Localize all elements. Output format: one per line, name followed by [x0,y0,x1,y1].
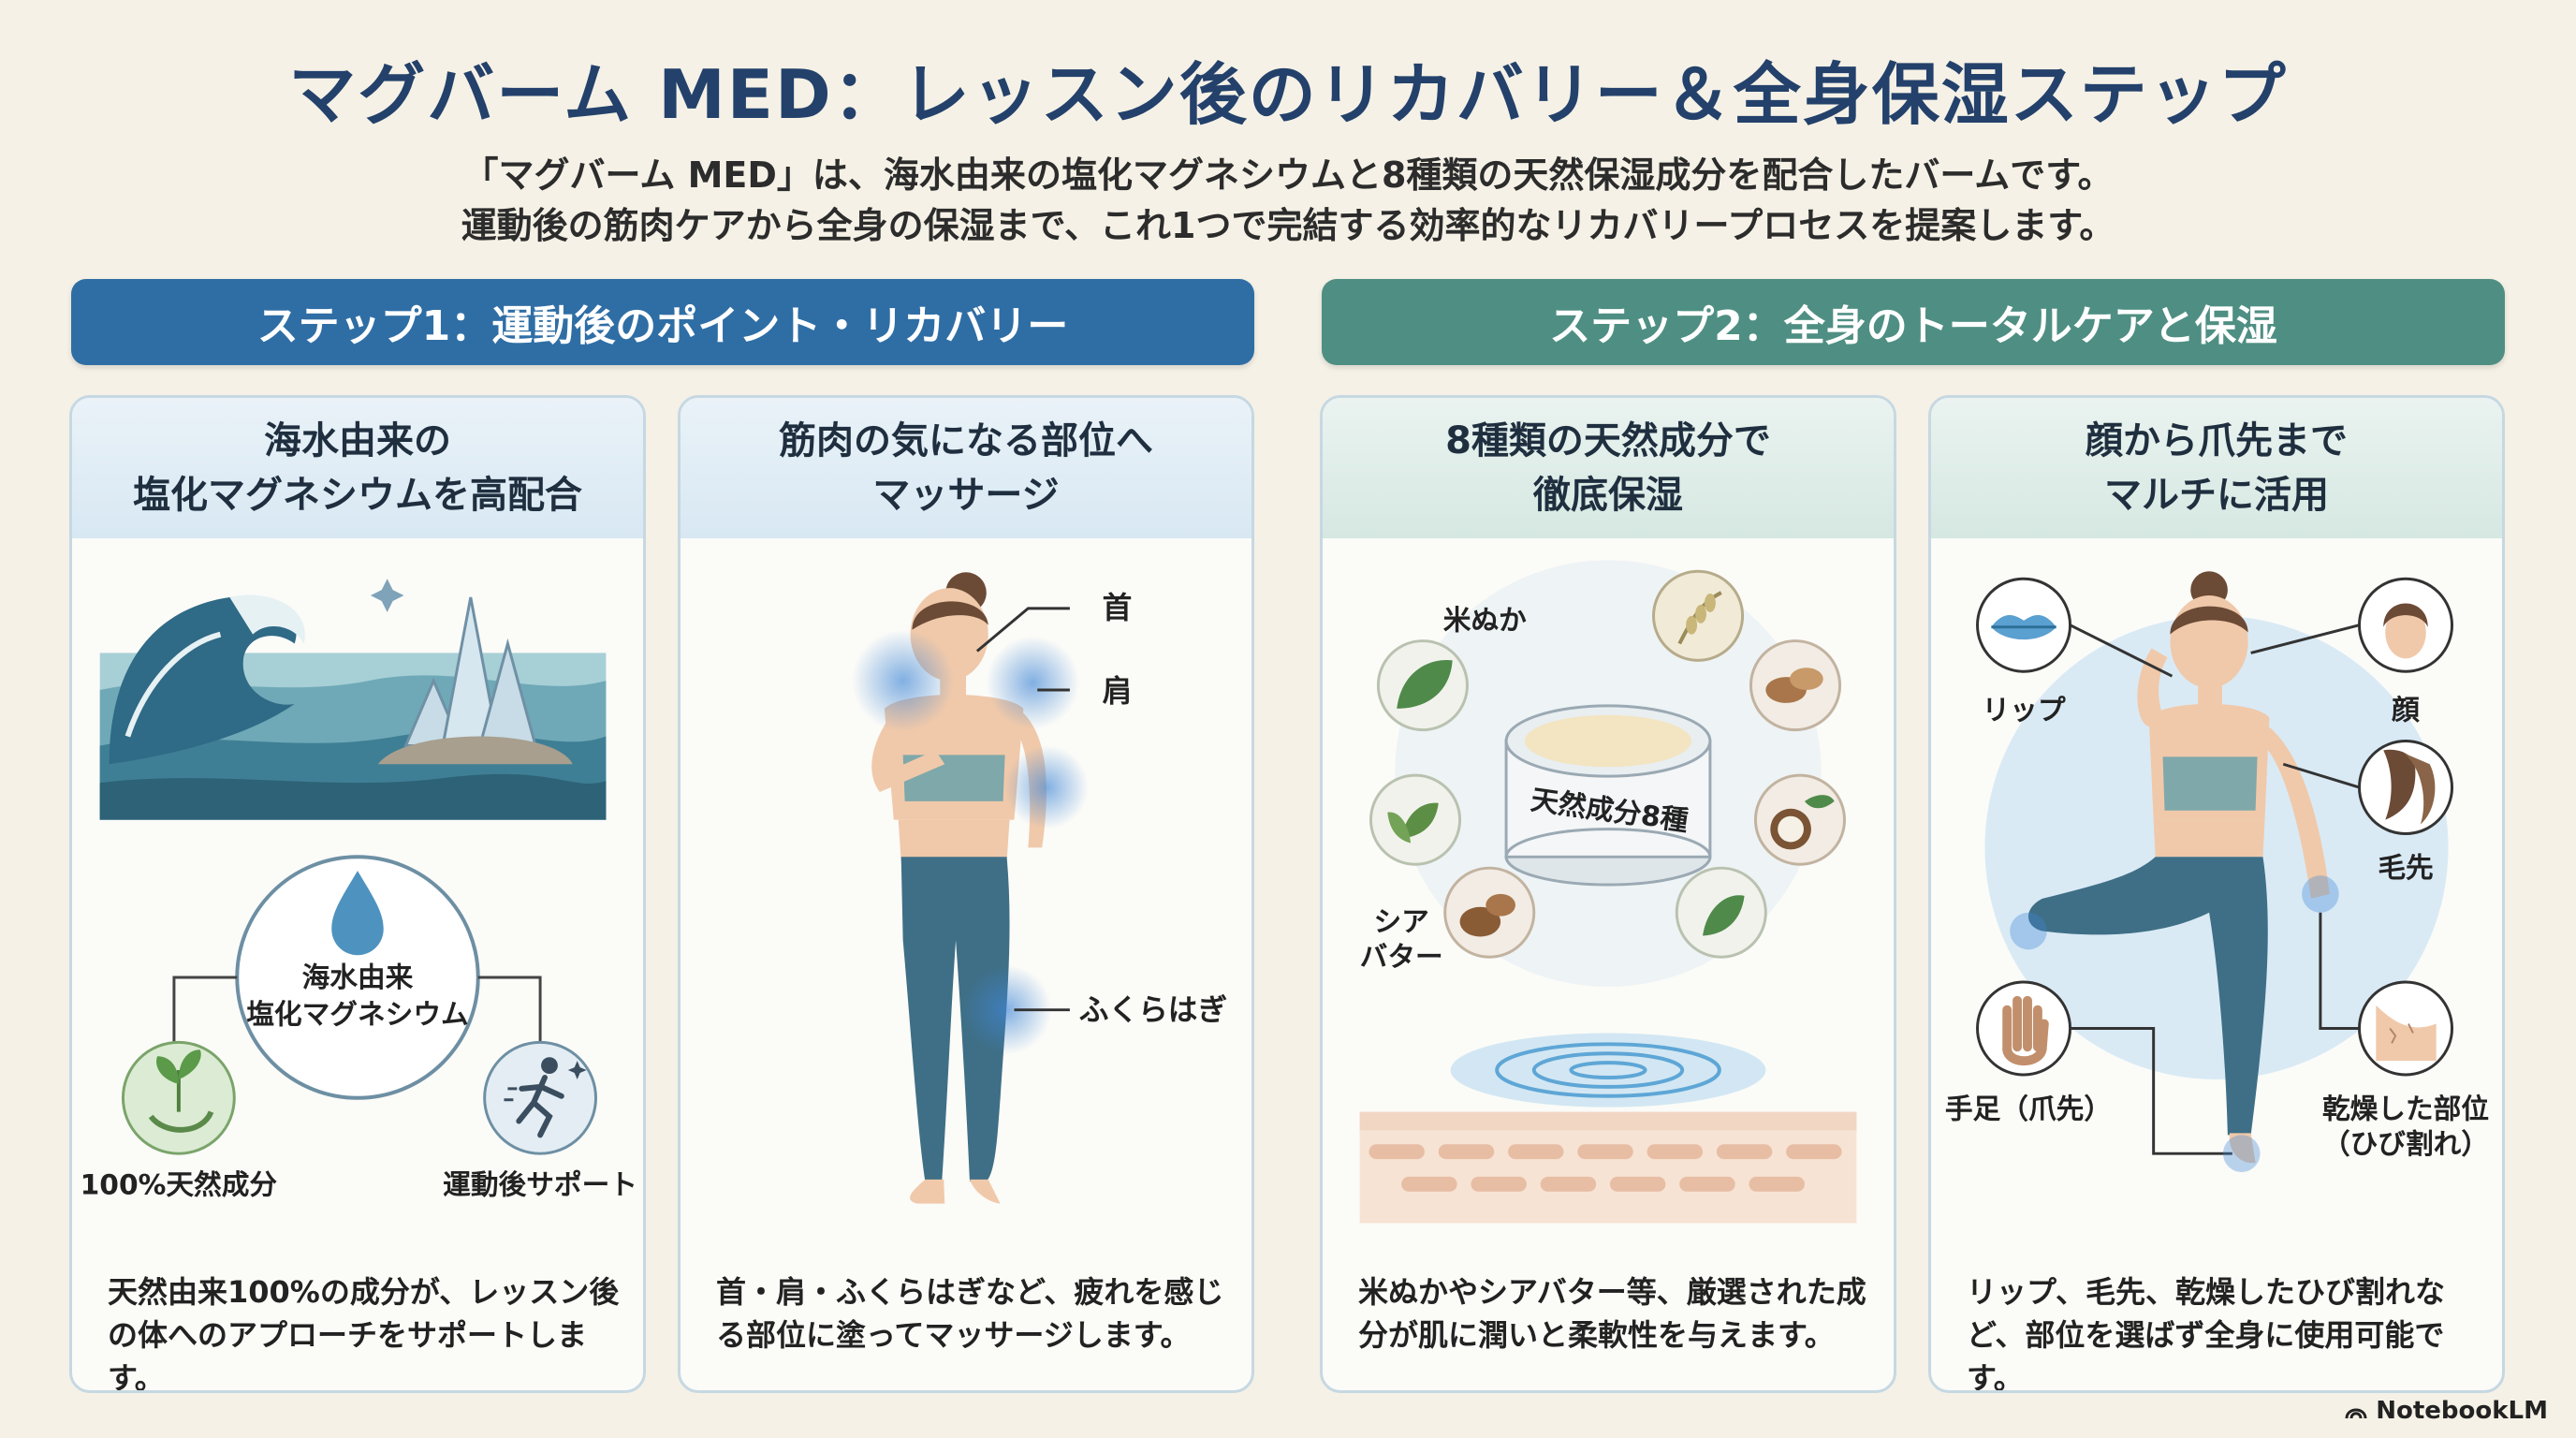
card-massage: 筋肉の気になる部位へ マッサージ 首 [678,395,1254,1393]
page-subtitle-line-1: 「マグバーム MED」は、海水由来の塩化マグネシウムと8種類の天然保湿成分を配合… [462,154,2114,196]
label-calf: ふくらはぎ [1079,994,1227,1028]
rice-icon [1652,569,1745,662]
label-hand-foot: 手足（爪先） [1945,1093,2112,1126]
hair-tip-icon [2358,740,2454,836]
label-shoulder: 肩 [1103,674,1133,709]
label-dry-area: 乾燥した部位 [2322,1093,2489,1126]
page-subtitle-line-2: 運動後の筋肉ケアから全身の保湿まで、これ1つで完結する効率的なリカバリープロセス… [461,205,2115,246]
card-description: 天然由来100%の成分が、レッスン後の体へのアプローチをサポートします。 [108,1274,620,1393]
step-1-banner: ステップ1：運動後のポイント・リカバリー [71,279,1254,365]
hand-icon [1976,980,2072,1077]
dry-skin-icon [2358,980,2454,1077]
card-multi-use: 顔から爪先まで マルチに活用 リ [1928,395,2505,1393]
natural-ingredient-icon [121,1040,236,1155]
card-magnesium: 海水由来の 塩化マグネシウムを高配合 海水由来 塩化マグネシウム [69,395,646,1393]
card-description: 米ぬかやシアバター等、厳選された成分が肌に潤いと柔軟性を与えます。 [1358,1274,1866,1353]
leaf-icon-2 [1675,866,1767,959]
notebooklm-logo-icon [2345,1408,2367,1419]
right-label: 運動後サポート [443,1169,637,1202]
yoga-woman-icon [2027,571,2330,1164]
label-lip: リップ [1982,695,2065,727]
label-shea-1: シア [1373,906,1428,939]
water-drop-icon [331,871,384,956]
herb-icon [1369,773,1462,866]
card-title: 筋肉の気になる部位へ マッサージ [681,398,1251,538]
glow-arm [1004,745,1089,829]
label-cracks: （ひび割れ） [2322,1128,2489,1161]
multi-use-illustration: リップ 顔 毛先 手足（爪先） 乾燥した部位 （ひび割れ） [1945,571,2489,1172]
page-title: マグバーム MED：レッスン後のリカバリー＆全身保湿ステップ [288,55,2288,134]
skin-layer-icon [1359,1033,1857,1224]
balm-jar-icon: 天然成分8種 [1504,704,1712,887]
label-rice-bran: 米ぬか [1443,605,1527,638]
sea-magnesium-illustration: 海水由来 塩化マグネシウム 100%天然成分 運動後サポート [80,579,637,1202]
brand-name: NotebookLM [2376,1397,2548,1425]
left-label: 100%天然成分 [80,1169,278,1202]
footer-brand: NotebookLM [2344,1397,2548,1425]
glow-neck [852,629,955,732]
step-2-banner: ステップ2：全身のトータルケアと保湿 [1322,279,2505,365]
card-title: 海水由来の 塩化マグネシウムを高配合 [72,398,643,538]
almond-icon [1749,639,1842,732]
glow-shoulder [986,636,1079,729]
massage-figure-illustration: 首 肩 ふくらはぎ [852,572,1227,1204]
ocean-wave-icon [99,594,607,820]
running-person-icon [483,1040,597,1155]
lip-icon [1976,577,2072,673]
coconut-icon [1753,773,1847,866]
leaf-icon [1376,639,1469,732]
card-title: 顔から爪先まで マルチに活用 [1931,398,2502,538]
label-hair-tip: 毛先 [2378,852,2433,885]
card-description: リップ、毛先、乾燥したひび割れなど、部位を選ばず全身に使用可能です。 [1967,1274,2446,1393]
center-label-2: 塩化マグネシウム [246,999,469,1032]
ingredients-illustration: 天然成分8種 米ぬか シア バター [1359,560,1857,1224]
face-icon [2358,577,2454,673]
card-moisturize: 8種類の天然成分で 徹底保湿 天然成分8種 米ぬか シア バター [1320,395,1896,1393]
label-shea-2: バター [1360,941,1443,974]
center-label-1: 海水由来 [302,961,414,994]
shea-butter-icon [1443,866,1536,959]
card-title: 8種類の天然成分で 徹底保湿 [1323,398,1894,538]
label-neck: 首 [1103,592,1133,625]
glow-calf [962,965,1052,1055]
crystal-icon [370,579,573,765]
label-face: 顔 [2392,695,2420,727]
card-description: 首・肩・ふくらはぎなど、疲れを感じる部位に塗ってマッサージします。 [716,1274,1224,1353]
